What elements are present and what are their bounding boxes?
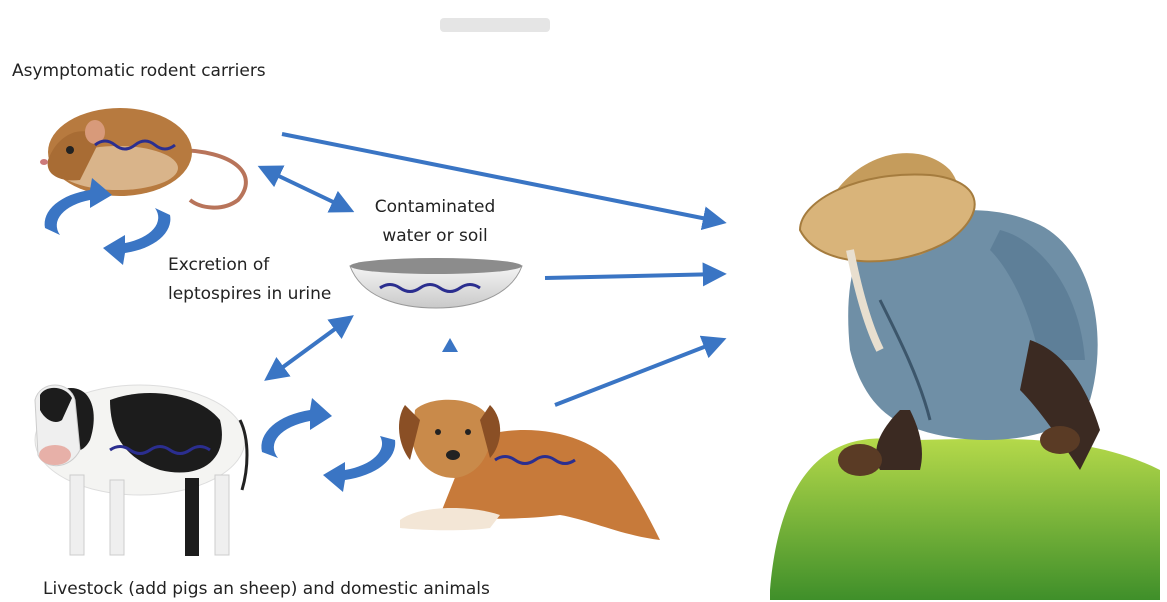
livestock-cycle-arrows: [261, 398, 395, 492]
watermark: [440, 18, 550, 32]
cow-illustration: [35, 385, 247, 556]
rat-illustration: [40, 108, 246, 208]
reservoir-label-line2: water or soil: [365, 225, 505, 247]
arrow-cow-bowl: [268, 318, 350, 378]
rice-farmer-illustration: [770, 153, 1160, 600]
rodent-carriers-label: Asymptomatic rodent carriers: [12, 60, 266, 82]
excretion-label: Excretion of leptospires in urine: [168, 254, 331, 305]
reservoir-label: Contaminated water or soil: [365, 196, 505, 247]
contaminated-bowl: [350, 258, 522, 308]
excretion-label-line1: Excretion of: [168, 254, 331, 276]
arrow-up-to-bowl: [442, 338, 458, 352]
reservoir-label-line1: Contaminated: [365, 196, 505, 218]
livestock-label: Livestock (add pigs an sheep) and domest…: [43, 578, 490, 600]
arrow-bowl-to-human: [545, 274, 722, 278]
excretion-label-line2: leptospires in urine: [168, 283, 331, 305]
arrow-dog-to-human: [555, 340, 722, 405]
dog-illustration: [399, 400, 660, 540]
arrow-rat-bowl: [262, 168, 350, 210]
